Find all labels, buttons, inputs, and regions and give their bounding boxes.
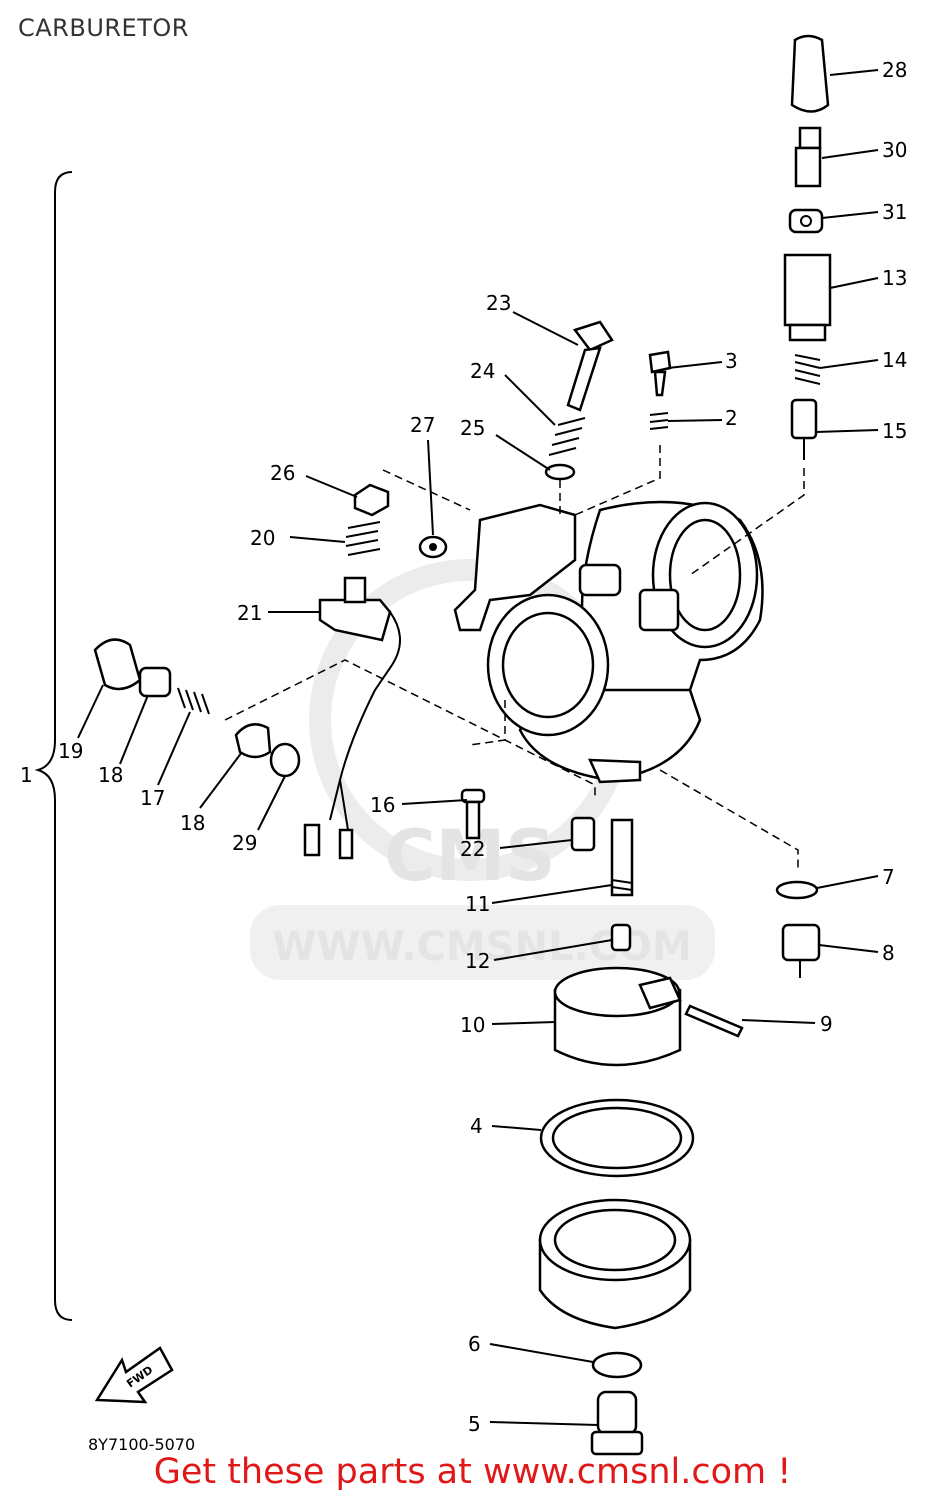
label-10: 10 [460,1013,485,1037]
part-5-drain-screw [590,1390,644,1456]
part-14-spring [794,354,821,385]
label-30: 30 [882,138,907,162]
part-20-spring [345,521,381,556]
part-26-nut [353,483,390,517]
label-15: 15 [882,419,907,443]
part-19-cap [93,638,142,691]
float-bowl [538,1198,692,1330]
label-26: 26 [270,461,295,485]
diagram-code: 8Y7100-5070 [88,1435,195,1454]
part-10-float [553,966,682,1067]
label-22: 22 [460,837,485,861]
part-12-main-jet [610,923,632,952]
label-3: 3 [725,349,738,373]
label-4: 4 [470,1114,483,1138]
label-17: 17 [140,786,165,810]
label-11: 11 [465,892,490,916]
part-4-gasket [539,1098,695,1178]
label-14: 14 [882,348,907,372]
part-7-washer [775,880,819,900]
label-12: 12 [465,949,490,973]
part-31-nut [788,208,824,234]
part-13-cap-nut [783,253,832,342]
label-9: 9 [820,1012,833,1036]
label-1: 1 [20,763,33,787]
part-24-spring [548,417,586,456]
label-19: 19 [58,739,83,763]
assembly-lines [224,445,805,870]
part-11-needle-jet [610,818,634,897]
part-21-plate-and-wire [303,576,401,860]
label-5: 5 [468,1412,481,1436]
label-7: 7 [882,865,895,889]
label-18-upper: 18 [98,763,123,787]
part-29-washer [269,742,301,778]
carburetor-body [453,500,764,784]
callout-labels: 1 2 3 4 5 6 7 8 9 10 11 12 13 14 15 16 1… [20,58,907,1436]
part-25-washer [544,463,576,481]
page-title: CARBURETOR [18,14,189,42]
part-22-jet [570,816,596,852]
part-8-needle-valve [781,923,821,978]
label-25: 25 [460,416,485,440]
leader-lines [77,69,879,1426]
part-17-spring [177,687,210,715]
part-28-cap [790,34,830,113]
label-13: 13 [882,266,907,290]
label-28: 28 [882,58,907,82]
label-21: 21 [237,601,262,625]
part-3-screw [648,350,672,397]
part-16-screw [460,788,486,840]
part-6-washer [591,1351,643,1379]
part-27-washer [418,535,448,559]
fwd-arrow: FWD [94,1346,174,1404]
label-20: 20 [250,526,275,550]
label-6: 6 [468,1332,481,1356]
footer-link[interactable]: Get these parts at www.cmsnl.com ! [153,1452,792,1492]
label-2: 2 [725,406,738,430]
label-23: 23 [486,291,511,315]
label-18-lower: 18 [180,811,205,835]
part-30-valve [794,126,822,188]
assembly-bracket [34,171,73,1321]
label-29: 29 [232,831,257,855]
label-27: 27 [410,413,435,437]
part-15-plunger [790,398,818,460]
label-24: 24 [470,359,495,383]
label-16: 16 [370,793,395,817]
part-18-screw-lower [234,723,272,759]
part-18-screw-upper [138,666,172,698]
part-23-screw [566,320,614,412]
label-8: 8 [882,941,895,965]
part-9-pin [684,1004,744,1038]
part-2-spring [649,412,669,430]
label-31: 31 [882,200,907,224]
